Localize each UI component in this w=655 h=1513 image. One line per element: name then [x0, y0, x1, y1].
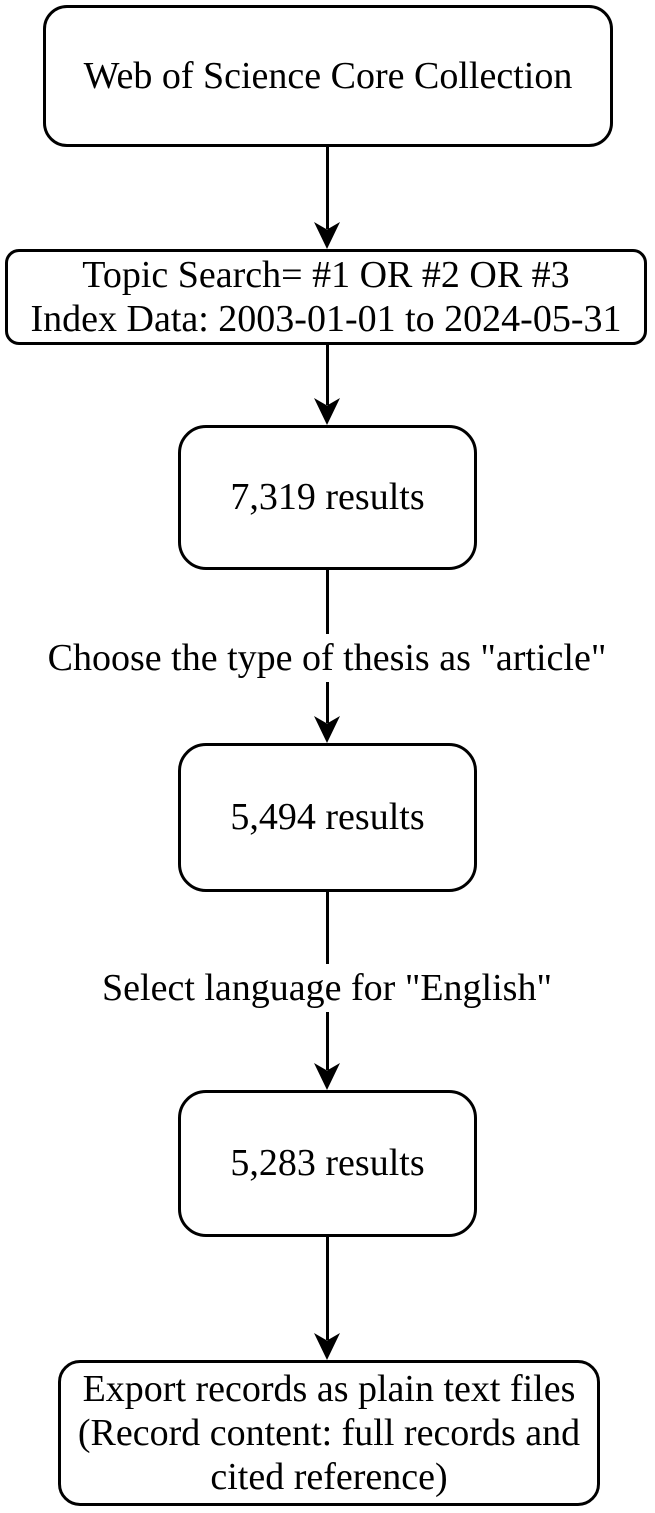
arrow-down-icon — [314, 398, 340, 425]
arrow-down-icon — [314, 1333, 340, 1360]
node-database-source: Web of Science Core Collection — [43, 5, 613, 147]
arrow-down-icon — [314, 1063, 340, 1090]
edge-label-article-filter: Choose the type of thesis as "article" — [37, 634, 617, 682]
node-results-article-text: 5,494 results — [230, 796, 425, 839]
node-search-query-line1: Topic Search= #1 OR #2 OR #3 — [82, 253, 570, 296]
node-export-records-line3: cited reference) — [210, 1456, 448, 1499]
node-results-english-text: 5,283 results — [230, 1142, 425, 1185]
arrow-down-icon — [314, 716, 340, 743]
node-results-initial: 7,319 results — [178, 425, 477, 570]
node-search-query-line2: Index Data: 2003-01-01 to 2024-05-31 — [30, 298, 622, 340]
arrow-line — [325, 147, 329, 229]
node-export-records-line1: Export records as plain text files — [82, 1367, 576, 1410]
arrow-down-icon — [314, 222, 340, 249]
node-results-english: 5,283 results — [178, 1090, 477, 1237]
node-search-query: Topic Search= #1 OR #2 OR #3 Index Data:… — [5, 249, 647, 345]
arrow-line — [325, 345, 329, 405]
arrow-results3-to-export — [314, 1237, 340, 1360]
arrow-line — [325, 1237, 329, 1340]
node-export-records: Export records as plain text files (Reco… — [58, 1360, 600, 1506]
arrow-source-to-search — [314, 147, 340, 249]
node-export-records-line2: (Record content: full records and — [77, 1411, 581, 1454]
node-results-article: 5,494 results — [178, 743, 477, 892]
arrow-search-to-results1 — [314, 345, 340, 425]
node-results-initial-text: 7,319 results — [230, 476, 425, 519]
edge-label-language-filter: Select language for "English" — [92, 964, 562, 1012]
node-database-source-text: Web of Science Core Collection — [83, 54, 573, 97]
